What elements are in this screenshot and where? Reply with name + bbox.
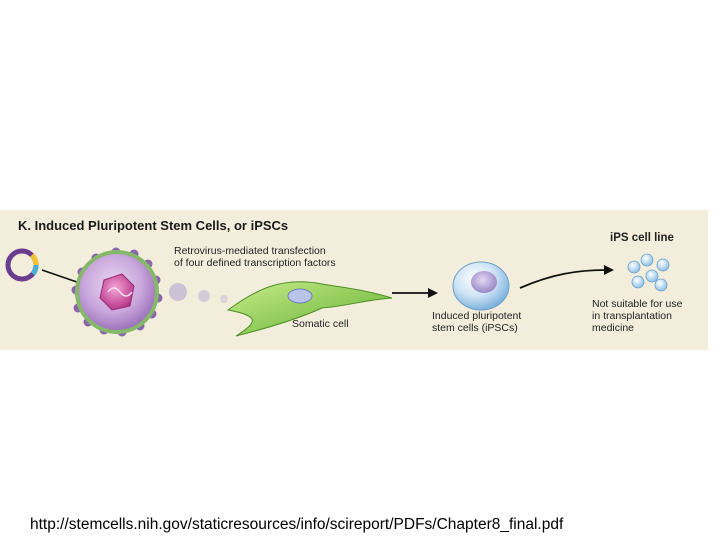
ipsc-diagram-panel: K. Induced Pluripotent Stem Cells, or iP…: [0, 210, 708, 350]
virus-particles: [169, 283, 228, 303]
ipsc-label-line: Induced pluripotent: [432, 310, 522, 322]
transfection-label-line: of four defined transcription factors: [174, 257, 336, 269]
somatic-cell-icon: [226, 281, 393, 337]
transfection-label-line: Retrovirus-mediated transfection: [174, 245, 326, 257]
plasmid-icon: [5, 248, 39, 282]
somatic-cell-label: Somatic cell: [292, 318, 349, 330]
ips-cell-cluster-icon: [627, 253, 670, 292]
cell-line-label: iPS cell line: [610, 232, 674, 244]
not-suitable-line: in transplantation: [592, 310, 672, 322]
ipsc-diagram: [5, 247, 670, 337]
ipsc-icon: [452, 261, 510, 311]
ipsc-label-line: stem cells (iPSCs): [432, 322, 518, 334]
not-suitable-label: Not suitable for use in transplantation …: [592, 298, 682, 334]
arrow-ipsc-to-cell-line: [519, 265, 614, 289]
transfection-label: Retrovirus-mediated transfection of four…: [174, 245, 336, 269]
ipsc-label: Induced pluripotent stem cells (iPSCs): [432, 310, 521, 334]
arrow-somatic-to-ipsc: [392, 288, 438, 298]
panel-title: K. Induced Pluripotent Stem Cells, or iP…: [18, 218, 289, 233]
not-suitable-line: medicine: [592, 322, 635, 334]
not-suitable-line: Not suitable for use: [592, 298, 683, 310]
retrovirus-icon: [71, 247, 163, 337]
source-url: http://stemcells.nih.gov/staticresources…: [30, 516, 564, 533]
